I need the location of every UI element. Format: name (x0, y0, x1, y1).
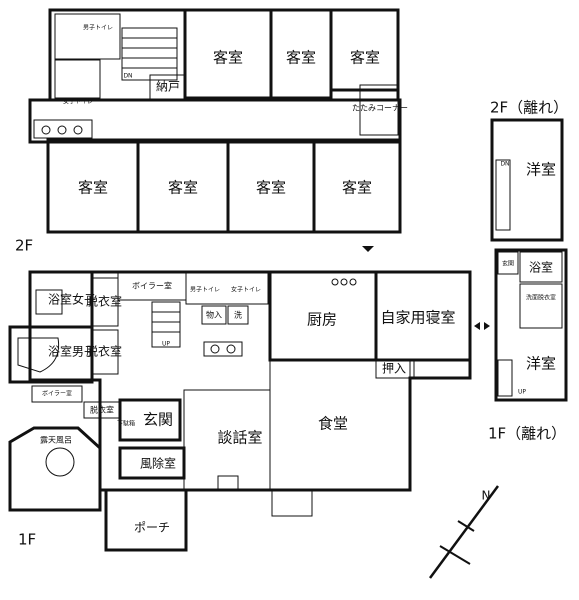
room-shoe-box: 下駄箱 (117, 420, 135, 428)
room-tatami-corner: たたみコーナー (352, 104, 408, 113)
annex-1f (494, 248, 568, 402)
stairs-1f (151, 301, 181, 348)
room-bath-men: 浴室男子 (48, 344, 96, 359)
room-dressing-men: 脱衣室 (86, 344, 122, 359)
guest-room-top-3 (329, 8, 400, 92)
room-outdoor-bath: 露天風呂 (40, 436, 72, 445)
compass (428, 485, 500, 579)
main-2f-plan (28, 8, 402, 234)
connection-arrow-right (484, 322, 490, 330)
room-annex-western-1f: 洋室 (526, 355, 556, 373)
annex-2f (490, 118, 564, 242)
family-bedroom (374, 270, 472, 362)
stairs-up-1f: UP (162, 341, 170, 348)
room-porch: ポーチ (134, 521, 170, 535)
room-guest-bottom-1: 客室 (78, 179, 108, 197)
guest-room-bottom-4 (312, 138, 402, 234)
boiler-room-2 (31, 385, 83, 403)
room-dressing-3: 脱衣室 (90, 405, 114, 415)
compass-north: N (482, 489, 491, 503)
room-boiler-1: ボイラー室 (132, 281, 172, 291)
room-bath-women: 浴室女子 (48, 292, 96, 307)
storage-1f (201, 305, 227, 325)
floor-label-annex-1f: 1F（離れ） (488, 425, 566, 443)
room-annex-entrance: 玄関 (502, 260, 514, 268)
room-boiler-2: ボイラー室 (42, 390, 72, 398)
room-dressing-women: 脱衣室 (86, 294, 122, 309)
dressing-women (91, 277, 119, 327)
room-guest-bottom-3: 客室 (256, 179, 286, 197)
toilets-2f (54, 13, 121, 60)
room-guest-top-3: 客室 (350, 49, 380, 67)
outdoor-bath (8, 426, 102, 512)
room-annex-bath: 浴室 (529, 260, 553, 275)
porch (104, 488, 188, 552)
room-oshiire: 押入 (382, 362, 406, 376)
stairs-dn-2f: DN (123, 73, 132, 80)
room-guest-top-1: 客室 (213, 49, 243, 67)
dressing-men (91, 329, 119, 375)
annex-plan (490, 118, 568, 402)
room-dining: 食堂 (318, 415, 348, 433)
tatami-corner (359, 84, 399, 136)
room-toilet-men-1f: 男子トイレ (190, 287, 220, 294)
annex-entrance (497, 251, 519, 275)
annex-dressing (519, 283, 563, 329)
room-annex-western-2f: 洋室 (526, 161, 556, 179)
dining (269, 359, 411, 491)
room-kitchen: 厨房 (307, 311, 337, 329)
room-windbreak: 風除室 (140, 456, 176, 471)
room-guest-bottom-2: 客室 (168, 179, 198, 197)
entry-marker (362, 246, 374, 252)
room-closet: 納戸 (156, 80, 180, 94)
main-1f-plan (8, 270, 472, 552)
floor-label-main-1f: 1F (18, 531, 36, 549)
closet-2f (149, 74, 186, 101)
connection-arrow-left (474, 322, 480, 330)
room-family-bedroom: 自家用寝室 (380, 309, 455, 327)
floor-label-main-2f: 2F (15, 237, 33, 255)
room-toilet-women-1f: 女子トイレ (231, 286, 261, 294)
room-toilet-women-2f: 女子トイレ (63, 98, 93, 106)
room-wash-1f: 洗 (234, 310, 242, 320)
room-guest-top-2: 客室 (286, 49, 316, 67)
room-toilet-men-2f: 男子トイレ (83, 25, 113, 32)
room-entrance: 玄関 (143, 411, 173, 429)
annex-bath (519, 251, 563, 283)
room-lounge: 談話室 (217, 429, 262, 447)
room-storage-1f: 物入 (206, 310, 222, 320)
wash-1f (227, 305, 249, 325)
toilets-1f (185, 271, 269, 305)
floor-label-annex-2f: 2F（離れ） (490, 99, 568, 117)
room-guest-bottom-4: 客室 (342, 179, 372, 197)
washbasin-2f (33, 119, 93, 139)
annex-stairs-dn: DN (500, 161, 509, 168)
entrance (118, 398, 182, 442)
annex-stairs-up: UP (518, 389, 526, 396)
room-annex-dressing: 洗面脱衣室 (526, 294, 556, 302)
